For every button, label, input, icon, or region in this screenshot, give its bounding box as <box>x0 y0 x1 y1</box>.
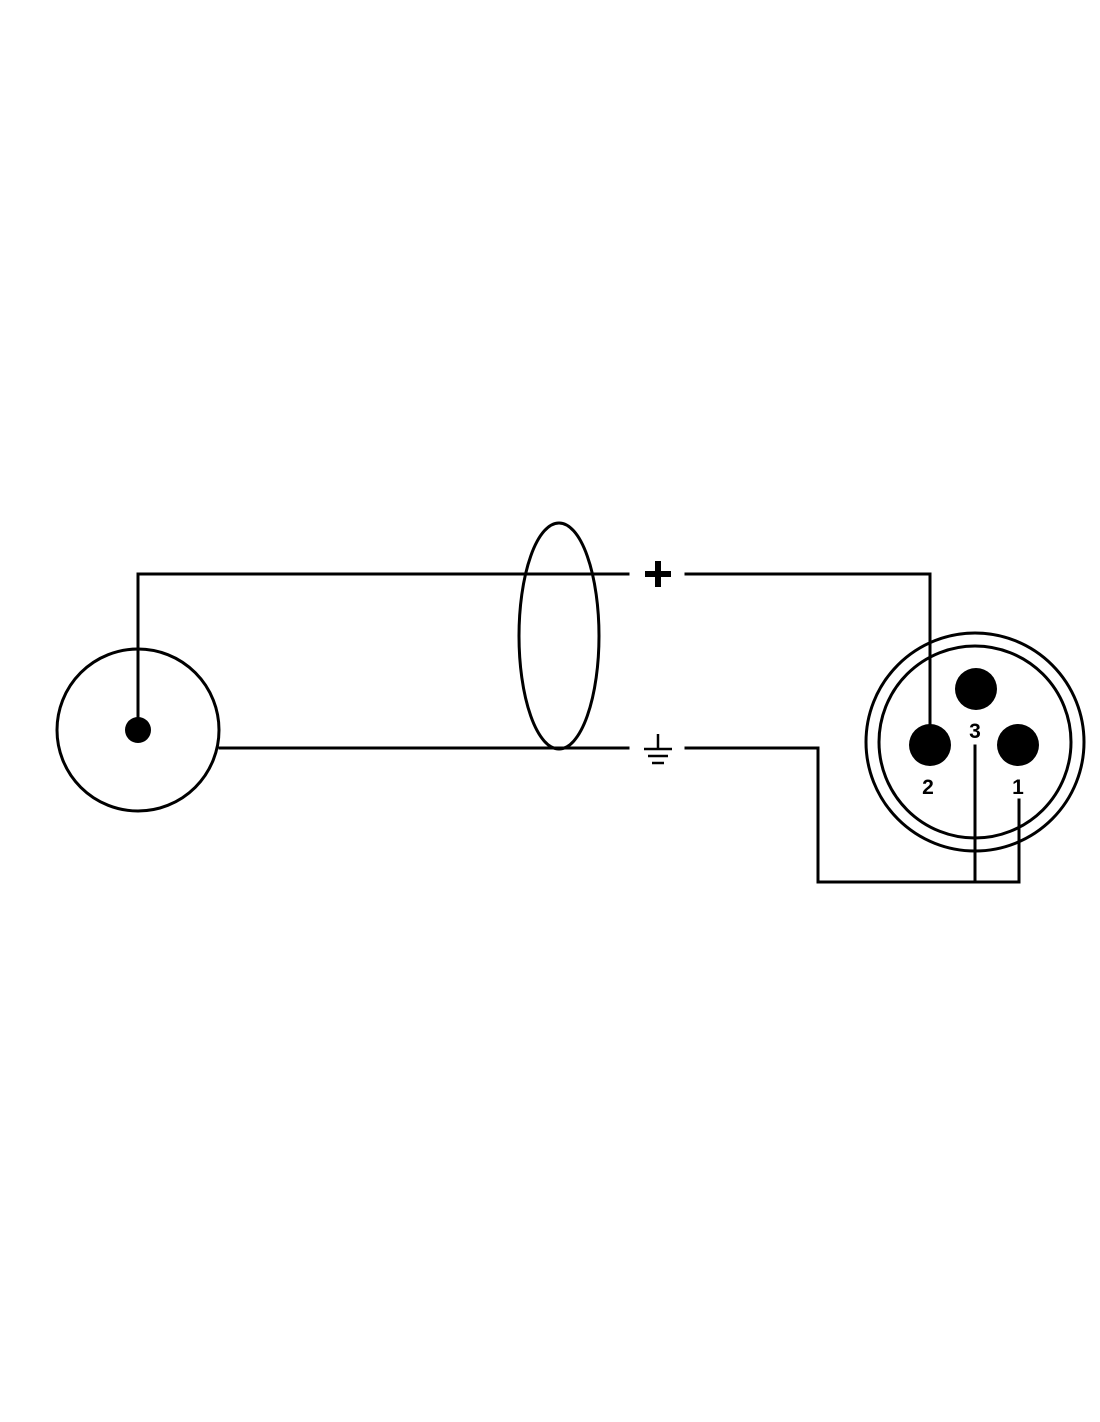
xlr-pin-2-label: 2 <box>922 776 934 799</box>
xlr-pin-3 <box>955 668 997 710</box>
xlr-pin-2 <box>909 724 951 766</box>
signal-wire <box>136 572 932 732</box>
xlr-pin-3-label: 3 <box>969 720 981 743</box>
cable-shield <box>517 521 601 751</box>
signal-label: + <box>658 559 659 561</box>
ground-icon: ⏚ <box>644 733 672 765</box>
xlr-pin-1 <box>997 724 1039 766</box>
plus-icon: + <box>645 559 671 587</box>
xlr-pin-1-label: 1 <box>1012 776 1024 799</box>
ground-wire <box>218 746 1021 884</box>
xlr-connector: 3 2 1 <box>864 631 1086 884</box>
ground-label: ⏚ <box>658 733 659 736</box>
